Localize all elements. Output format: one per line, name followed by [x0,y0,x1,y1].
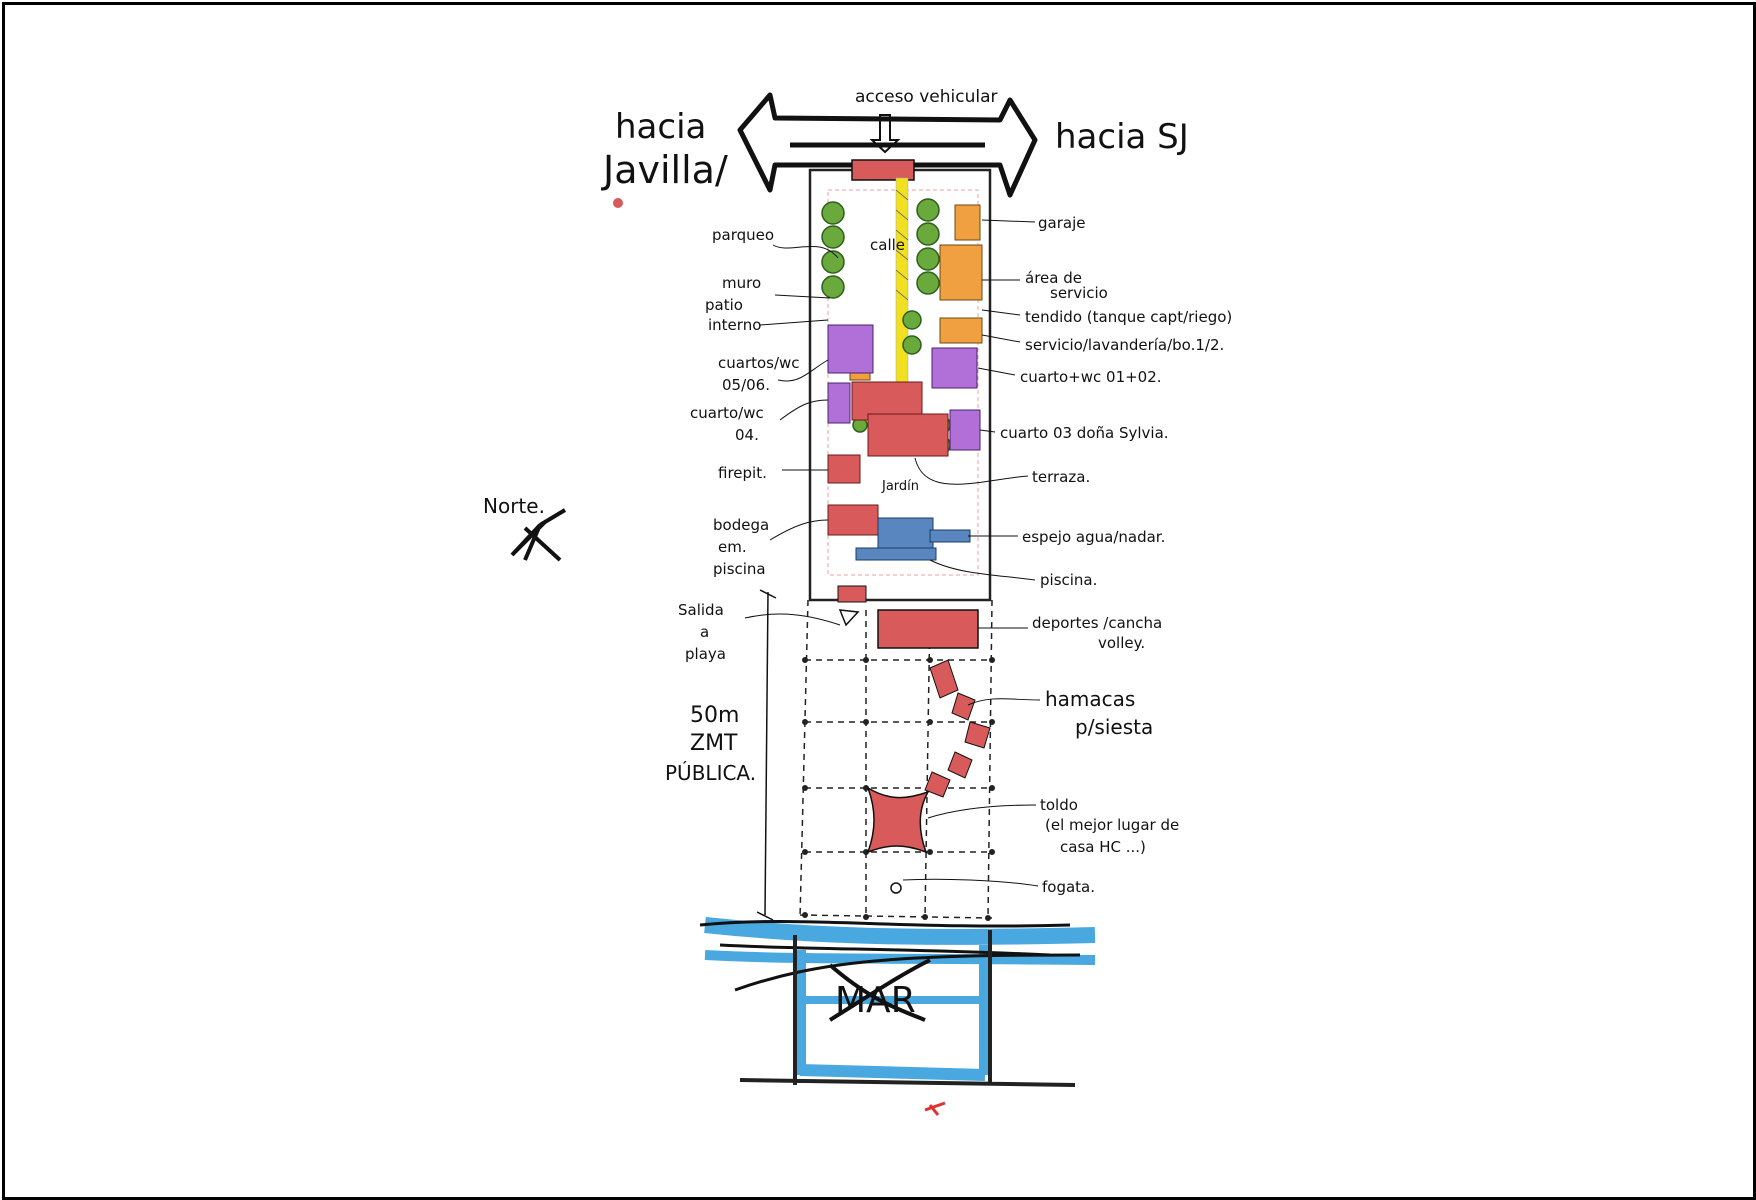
label-parqueo: parqueo [712,226,774,244]
label-cuarto04-2: 04. [735,426,759,444]
gate [851,159,915,181]
calle-label: calle [870,236,905,254]
label-deportes-1: deportes /cancha [1032,614,1162,632]
label-bodega-2: em. [718,538,747,556]
label-patio-1: patio [705,296,743,314]
access-arrows [737,92,1038,198]
service-block [849,204,983,381]
label-piscina: piscina. [1040,571,1097,589]
label-bodega-1: bodega [713,516,769,534]
label-garaje: garaje [1038,214,1085,232]
label-cuarto04-1: cuarto/wc [690,404,764,422]
mar-label: MAR [835,980,916,1021]
label-zona-2: ZMT [690,731,738,756]
label-patio-2: interno [708,316,761,334]
label-salida-3: playa [685,645,726,663]
label-tendido: tendido (tanque capt/riego) [1025,308,1232,326]
trees [821,198,951,456]
exit-arrow [838,609,860,627]
awning-toldo [866,786,930,854]
label-cuartos-2: 05/06. [722,376,770,394]
label-espejo: espejo agua/nadar. [1022,528,1165,546]
bedrooms [827,324,981,451]
label-terraza: terraza. [1032,468,1090,486]
north-arrow: Norte. [483,494,567,562]
label-muro: muro [722,274,761,292]
entry-arrow [869,114,901,154]
zmt-grid [799,599,993,919]
label-toldo-3: casa HC ...) [1060,838,1146,856]
label-hamacas-1: hamacas [1045,687,1135,711]
label-toldo-1: toldo [1040,796,1078,814]
hammocks [924,659,991,798]
label-cuartos-1: cuartos/wc [718,354,800,372]
sea: MAR [699,917,1096,1087]
red-mark [924,1101,946,1116]
beach-exit [837,585,867,603]
dimension-line [756,589,777,921]
left-labels: parqueo muro patio interno cuartos/wc 05… [665,226,841,785]
label-salida-2: a [700,623,709,641]
hacia-left-label-1: hacia [615,107,706,147]
label-servicio-area-1: área de [1025,269,1082,287]
label-hamacas-2: p/siesta [1075,715,1153,739]
label-servicio-area-2: servicio [1050,284,1108,302]
north-label: Norte. [483,494,545,518]
hacia-left-label-2: Javilla/ [601,148,728,192]
pool [855,517,971,561]
red-dot [613,198,623,208]
label-toldo-2: (el mejor lugar de [1045,816,1179,834]
acceso-label: acceso vehicular [855,87,998,107]
grid-nodes [802,657,995,921]
label-cuarto-0102: cuarto+wc 01+02. [1020,368,1162,386]
living-areas [827,381,949,536]
jardin-label: Jardín [881,479,919,494]
label-cuarto-03: cuarto 03 doña Sylvia. [1000,424,1169,442]
label-fogata: fogata. [1042,878,1095,896]
label-deportes-2: volley. [1098,634,1145,652]
hacia-right-label: hacia SJ [1055,117,1189,157]
label-salida-1: Salida [678,601,724,619]
label-zona-3: PÚBLICA. [665,761,756,785]
driveway [895,177,909,389]
label-lavanderia: servicio/lavandería/bo.1/2. [1025,336,1224,354]
label-zona-1: 50m [690,703,739,728]
label-bodega-3: piscina [713,560,766,578]
right-labels: garaje área de servicio tendido (tanque … [902,214,1232,896]
bonfire [890,882,902,894]
volley-court [877,609,979,649]
label-firepit: firepit. [718,464,767,482]
